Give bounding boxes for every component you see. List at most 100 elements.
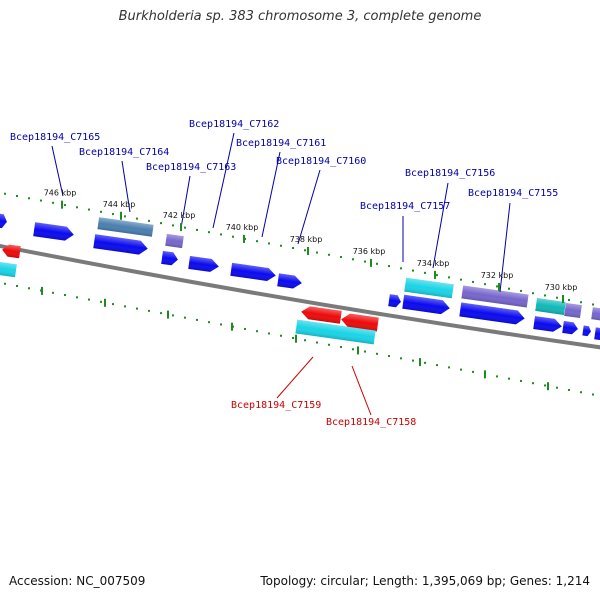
tick-label: 746 kbp [44,189,77,198]
tick-dot [28,287,30,290]
gene-label[interactable]: Bcep18194_C7156 [405,168,495,179]
minor-tick [295,334,297,343]
gene-feature [535,298,566,315]
major-tick [180,223,182,232]
gene-feature [404,277,454,299]
tick-dot [160,222,162,225]
tick-label: 732 kbp [481,271,514,280]
tick-dot [304,249,306,252]
gene-label[interactable]: Bcep18194_C7160 [276,156,366,167]
gene-feature [277,273,302,289]
gene-arrow-shade [388,294,401,308]
tick-dot [316,251,318,254]
tick-dot [256,240,258,243]
tick-dot [88,298,90,301]
tick-dot [352,258,354,261]
tick-dot [208,231,210,234]
tick-dot [292,336,294,339]
gene-arrow-shade [93,234,148,255]
gene-feature [188,255,219,272]
gene-label[interactable]: Bcep18194_C7162 [189,119,279,130]
leader-line [261,151,281,238]
major-tick [307,247,309,256]
leader-line [351,365,372,416]
tick-dot [496,285,498,288]
tick-label: 744 kbp [103,200,136,209]
gene-feature [0,261,17,278]
tick-dot [196,318,198,321]
minor-tick [104,298,106,307]
gene-arrow-shade [591,307,600,321]
gene-arrow-shade [461,285,529,308]
gene-arrow-shade [301,306,342,324]
gene-label[interactable]: Bcep18194_C7159 [231,400,321,411]
gene-label[interactable]: Bcep18194_C7165 [10,132,100,143]
gene-arrow-shade [230,262,276,281]
minor-tick [547,382,549,391]
minor-tick [231,322,233,331]
feature-track [0,213,600,345]
tick-dot [4,282,6,285]
gene-label[interactable]: Bcep18194_C7163 [146,162,236,173]
tick-dot [352,348,354,351]
gene-feature [301,306,342,324]
tick-dot [388,355,390,358]
tick-dot [556,296,558,299]
gene-arrow-shade [341,313,379,332]
gene-feature [533,316,562,332]
gene-arrow-shade [295,319,376,345]
tick-dot [448,366,450,369]
tick-track [4,192,594,396]
tick-dot [568,298,570,301]
major-tick [498,282,500,291]
tick-dot [340,256,342,259]
gene-label[interactable]: Bcep18194_C7157 [360,201,450,212]
tick-dot [64,294,66,297]
tick-dot [112,213,114,216]
tick-dot [4,192,6,195]
major-tick [243,234,245,243]
leader-line [51,145,64,197]
tick-dot [28,197,30,200]
gene-arrow-shade [562,321,578,335]
tick-dot [580,301,582,304]
tick-dot [148,219,150,222]
tick-dot [16,285,18,288]
gene-feature [402,294,450,315]
tick-dot [76,296,78,299]
major-tick [434,270,436,279]
tick-dot [460,278,462,281]
tick-dot [544,294,546,297]
tick-dot [100,300,102,303]
gene-feature [582,325,591,337]
tick-label: 734 kbp [417,259,450,268]
gene-label[interactable]: Bcep18194_C7164 [79,147,169,158]
tick-dot [388,265,390,268]
tick-dot [328,253,330,256]
tick-dot [436,274,438,277]
tick-dot [580,391,582,394]
tick-dot [268,332,270,335]
gene-arrow-shade [0,213,7,229]
gene-label[interactable]: Bcep18194_C7158 [326,417,416,428]
gene-feature [230,262,276,281]
tick-dot [172,224,174,227]
tick-dot [76,206,78,209]
tick-dot [532,382,534,385]
gene-label[interactable]: Bcep18194_C7161 [236,138,326,149]
major-tick [61,200,63,209]
tick-dot [424,271,426,274]
tick-dot [592,303,594,306]
tick-dot [304,339,306,342]
gene-arrow-shade [594,327,600,341]
minor-tick [167,310,169,319]
gene-arrow-shade [459,302,525,325]
gene-feature [591,307,600,321]
minor-tick [357,346,359,355]
tick-dot [592,393,594,396]
gene-arrow-shade [533,316,562,332]
tick-dot [340,346,342,349]
tick-dot [376,262,378,265]
accession-text: Accession: NC_007509 [9,574,146,588]
gene-label[interactable]: Bcep18194_C7155 [468,188,558,199]
